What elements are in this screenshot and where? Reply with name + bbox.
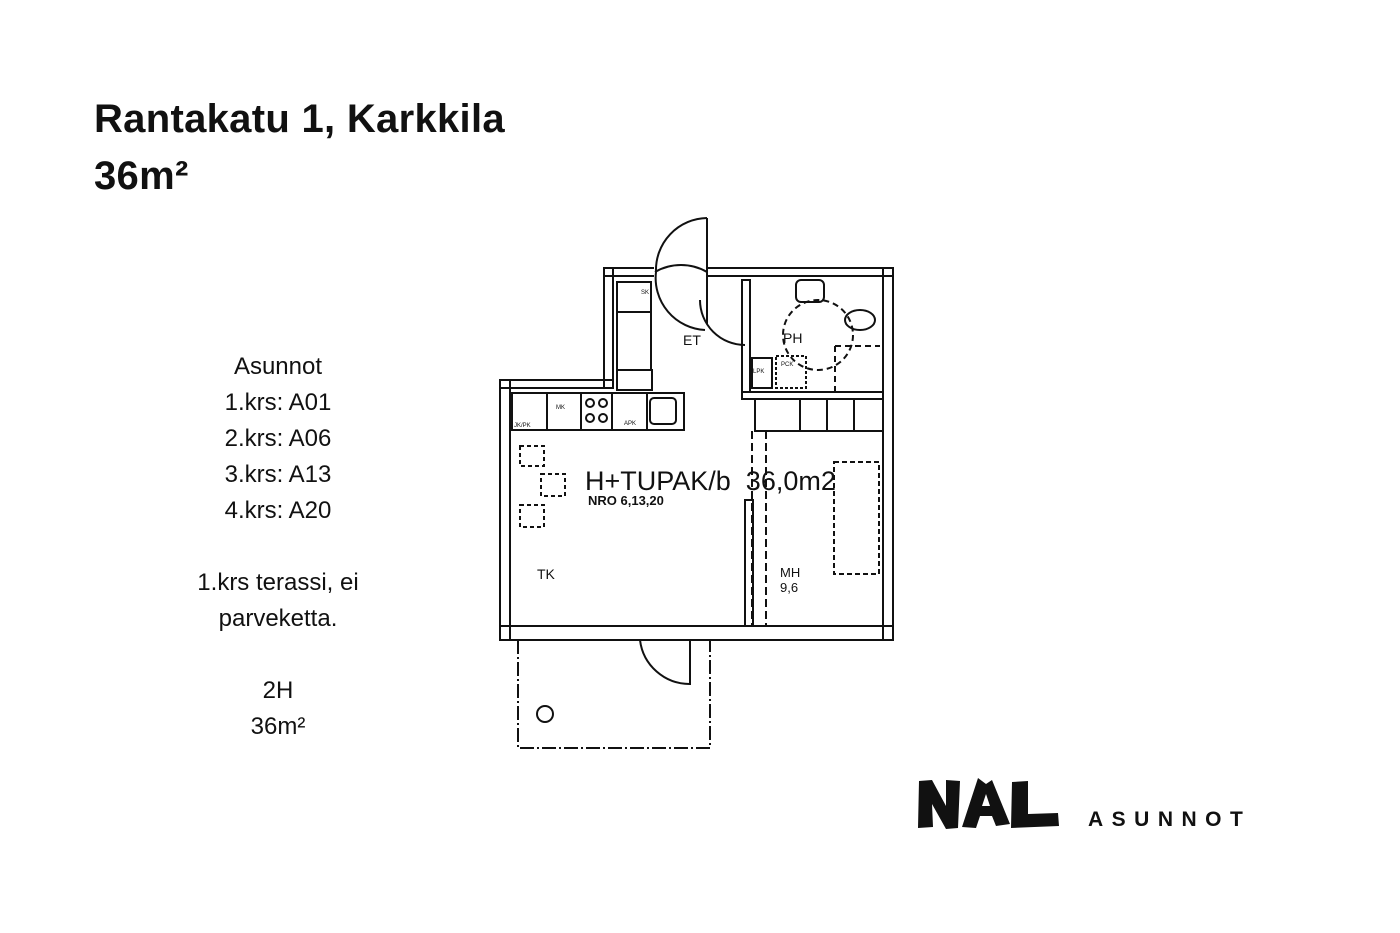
chair <box>540 473 566 497</box>
fixture-washer: LPK <box>753 369 764 375</box>
wall-bottom <box>499 625 894 641</box>
wardrobe <box>616 311 652 371</box>
room-label-entry: ET <box>683 332 701 348</box>
cabinet <box>616 369 653 391</box>
info-heading: Asunnot <box>233 353 323 380</box>
terrace <box>517 640 711 749</box>
closets <box>754 398 884 432</box>
kitchen-counter <box>511 392 685 431</box>
cabinet-sk <box>616 281 652 313</box>
drain-icon <box>536 705 554 723</box>
wall-entry-left <box>603 267 614 389</box>
entry-door-arc <box>654 217 708 331</box>
logo-subtitle: ASUNNOT <box>1088 808 1252 831</box>
wall-right <box>882 267 894 641</box>
sink <box>795 279 825 303</box>
bathroom-wall <box>741 279 751 393</box>
floor-item: 1.krs: A01 <box>224 389 332 416</box>
nal-logo <box>918 778 1059 829</box>
washer-space <box>751 357 773 389</box>
room-label-bathroom: PH <box>783 330 802 346</box>
wall-left <box>499 379 511 641</box>
page-title: Rantakatu 1, Karkkila <box>94 97 505 141</box>
bed <box>833 461 880 575</box>
turning-circle <box>782 299 854 371</box>
bathroom-door-arc <box>699 299 746 346</box>
apartment-size: 36m² <box>250 713 306 740</box>
apartment-type: 2H <box>262 677 294 704</box>
apartment-label: H+TUPAK/b 36,0m2 <box>585 466 836 496</box>
chair <box>519 504 545 528</box>
kitchen-sink <box>649 397 677 425</box>
fixture-cabinet: SK <box>641 290 649 296</box>
room-label-bedroom: MH <box>780 565 800 580</box>
floor-item: 3.krs: A13 <box>224 461 332 488</box>
apartment-info: Asunnot 1.krs: A01 2.krs: A06 3.krs: A13… <box>140 349 416 745</box>
chair <box>519 445 545 467</box>
entry-door-swing <box>654 264 708 273</box>
note-line: parveketta. <box>218 605 338 632</box>
storage-wall <box>741 391 884 400</box>
page-subtitle-area: 36m² <box>94 154 189 198</box>
fixture-fridge: JK/PK <box>514 423 531 429</box>
floor-item: 4.krs: A20 <box>224 497 332 524</box>
toilet <box>844 309 876 331</box>
note-line: 1.krs terassi, ei <box>197 569 359 596</box>
fixture-dryer: PCK <box>781 362 793 368</box>
fixture-microwave: MK <box>556 405 565 411</box>
room-area-bedroom: 9,6 <box>780 580 798 595</box>
dryer <box>775 355 807 389</box>
floor-item: 2.krs: A06 <box>224 425 332 452</box>
apartment-numbers: NRO 6,13,20 <box>588 493 664 508</box>
fixture-dishwasher: APK <box>624 421 636 427</box>
room-label-kitchen: TK <box>537 566 556 582</box>
terrace-door <box>639 639 691 686</box>
wall-kitchen-top <box>499 379 614 389</box>
wall-top <box>603 267 894 277</box>
